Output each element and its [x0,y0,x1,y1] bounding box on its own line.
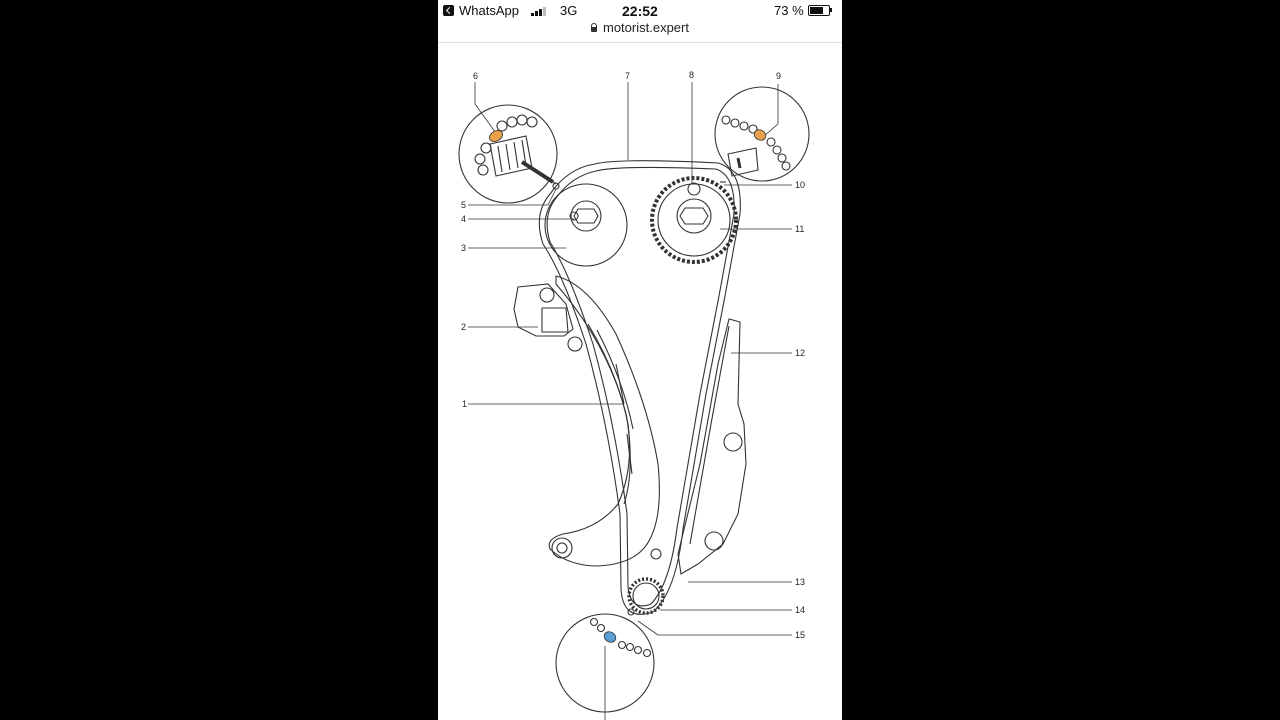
callout-13: 13 [795,577,805,587]
timing-chain [538,160,741,615]
timing-chain-svg: 1 2 3 4 5 6 7 8 9 10 11 12 13 14 15 [458,70,810,720]
callout-labels: 1 2 3 4 5 6 7 8 9 10 11 12 13 14 15 [461,70,805,640]
battery-tip [830,8,832,12]
highlight-link-6 [489,130,503,142]
timing-chain-diagram: 1 2 3 4 5 6 7 8 9 10 11 12 13 14 15 [438,44,842,720]
callout-15: 15 [795,630,805,640]
callout-8: 8 [689,70,694,80]
back-to-app-label[interactable]: WhatsApp [459,3,519,18]
sprocket-3 [544,183,628,267]
callout-4: 4 [461,214,466,224]
battery-icon [808,5,830,16]
detail-circle-6 [458,104,558,204]
callout-2: 2 [461,322,466,332]
highlight-link-bottom [603,631,617,643]
callout-5: 5 [461,200,466,210]
clock: 22:52 [622,3,658,19]
url-text[interactable]: motorist.expert [603,20,689,35]
callout-3: 3 [461,243,466,253]
bolt-4 [570,200,602,232]
callout-1: 1 [462,399,467,409]
callout-6: 6 [473,71,478,81]
phone-screen: WhatsApp 3G 22:52 73 % motorist.expert [438,0,842,720]
callout-9: 9 [776,71,781,81]
gear-11 [650,176,738,264]
battery-percentage: 73 % [774,3,804,18]
network-type: 3G [560,3,578,18]
lock-icon [591,23,597,32]
tensioner-2 [513,283,574,337]
browser-divider [438,42,842,43]
guide-rail-12 [677,318,747,575]
battery-level-fill [810,7,824,14]
callout-10: 10 [795,180,805,190]
status-bar: WhatsApp 3G 22:52 73 % [438,0,842,22]
crank-sprocket-14 [627,577,665,615]
callout-11: 11 [795,224,804,234]
signal-strength-icon [531,6,549,16]
callout-14: 14 [795,605,805,615]
highlight-link-9 [753,129,767,141]
back-to-app-icon[interactable] [443,5,454,16]
detail-circle-9 [714,86,810,182]
address-bar[interactable]: motorist.expert [438,20,842,40]
callout-7: 7 [625,71,630,81]
callout-12: 12 [795,348,805,358]
